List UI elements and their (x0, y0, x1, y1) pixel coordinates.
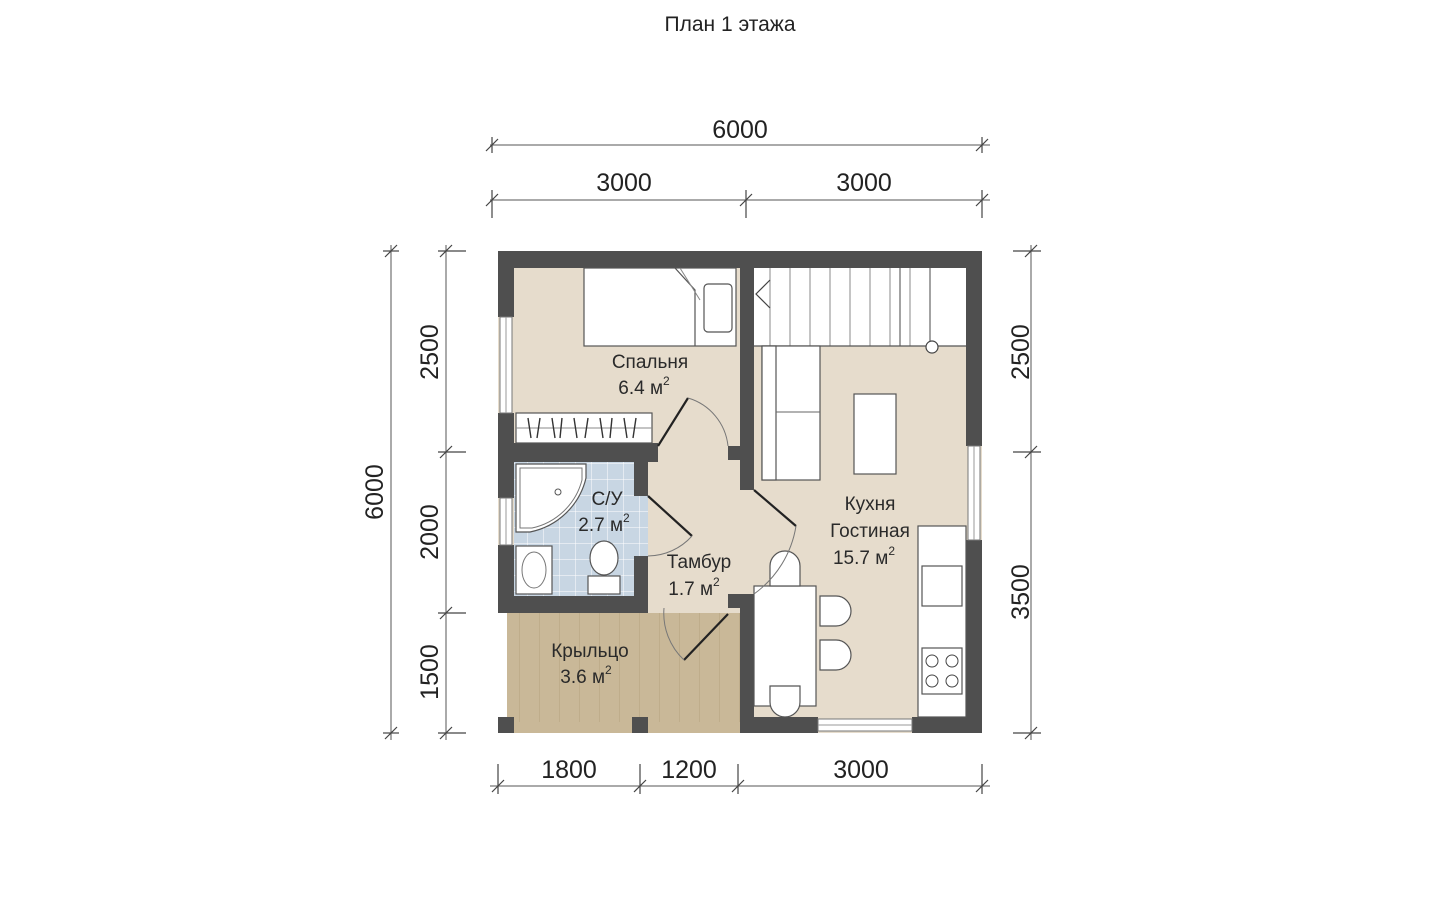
porch-floor (507, 613, 740, 733)
dining-chairs (769, 550, 852, 718)
room-label-porch: Крыльцо 3.6 м2 (551, 641, 629, 688)
stove (921, 647, 963, 695)
room-label-bedroom: Спальня 6.4 м2 (612, 352, 688, 399)
svg-text:6.4 м2: 6.4 м2 (618, 374, 670, 399)
sofa (761, 345, 821, 481)
coffee-table (853, 393, 897, 475)
room-label-vestibule: Тамбур 1.7 м2 (667, 552, 732, 600)
room-label-kitchen: Кухня Гостиная 15.7 м2 (830, 494, 910, 569)
plan-title: План 1 этажа (664, 13, 795, 36)
dim-top-right: 3000 (836, 169, 892, 197)
svg-text:С/У: С/У (591, 489, 623, 510)
windows (499, 316, 981, 732)
dim-left-2: 2000 (416, 504, 444, 560)
dim-bottom-1: 1800 (541, 756, 597, 784)
svg-text:Спальня: Спальня (612, 352, 688, 373)
svg-text:3.6 м2: 3.6 м2 (560, 663, 612, 688)
svg-text:Крыльцо: Крыльцо (551, 641, 629, 662)
staircase (754, 268, 966, 354)
svg-text:Гостиная: Гостиная (830, 521, 910, 542)
dim-top-left: 3000 (596, 169, 652, 197)
wardrobe (515, 412, 653, 444)
dim-right-2: 3500 (1007, 564, 1035, 620)
dim-left-1: 2500 (416, 324, 444, 380)
svg-text:Кухня: Кухня (845, 494, 896, 515)
kitchen-counter (917, 525, 967, 718)
bed (583, 267, 737, 347)
svg-text:15.7 м2: 15.7 м2 (833, 544, 895, 569)
dimension-lines (383, 137, 1041, 794)
walls (498, 251, 982, 733)
dim-top-total: 6000 (712, 116, 768, 144)
svg-text:1.7 м2: 1.7 м2 (668, 575, 720, 600)
dim-left-total: 6000 (361, 464, 389, 520)
dim-bottom-2: 1200 (661, 756, 717, 784)
dim-left-3: 1500 (416, 644, 444, 700)
toilet (587, 540, 621, 595)
dim-right-1: 2500 (1007, 324, 1035, 380)
svg-text:Тамбур: Тамбур (667, 552, 732, 573)
doors (647, 397, 797, 661)
dim-bottom-3: 3000 (833, 756, 889, 784)
shower-cabin (515, 463, 587, 533)
room-label-bathroom: С/У 2.7 м2 (578, 489, 630, 536)
sink (515, 545, 553, 595)
svg-text:2.7 м2: 2.7 м2 (578, 511, 630, 536)
